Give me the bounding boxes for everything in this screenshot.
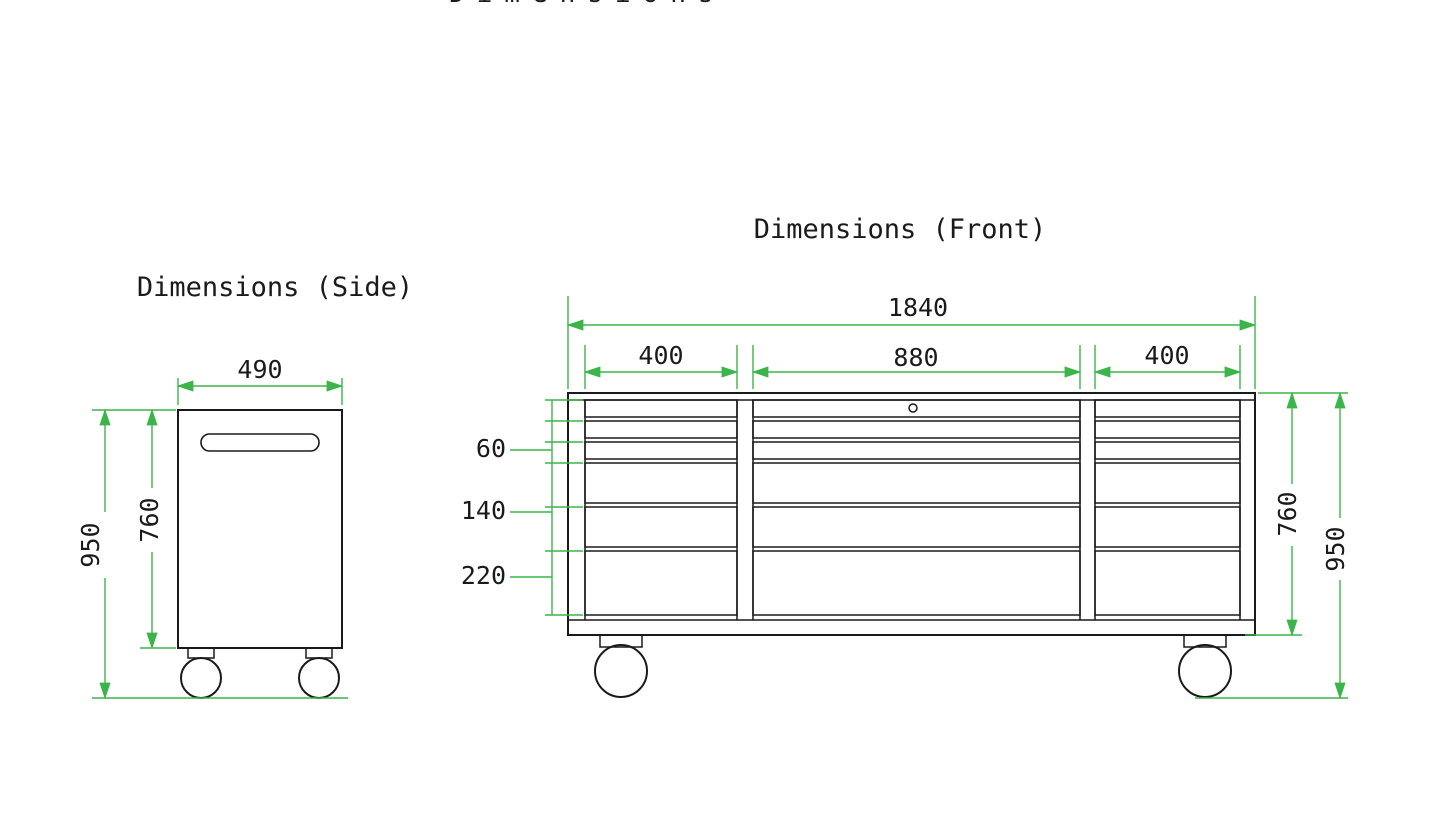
side-cabinet-body: [177, 409, 343, 649]
side-total-height-label: 950: [76, 522, 105, 567]
side-caster-mount-left: [187, 647, 215, 659]
top-clipped-title-text: Dimensions: [449, 0, 749, 7]
large-drawer-height-label: 220: [461, 561, 506, 590]
drawer-front: [1094, 550, 1241, 616]
drawer-front: [1094, 506, 1241, 548]
front-right-column-width-label: 400: [1144, 341, 1189, 370]
drawer-front: [584, 550, 738, 616]
drawer-front: [752, 550, 1081, 616]
drawer-front: [584, 506, 738, 548]
drawer-front: [1094, 462, 1241, 504]
side-caster-wheel-right: [298, 657, 340, 699]
side-caster-mount-right: [305, 647, 333, 659]
front-caster-wheel-left: [594, 644, 648, 698]
side-view-title: Dimensions (Side): [137, 272, 413, 303]
drawer-front: [1094, 441, 1241, 460]
front-caster-wheel-right: [1178, 644, 1232, 698]
middle-drawer-column: [752, 399, 1081, 616]
drawer-front: [752, 420, 1081, 439]
front-caster-mount-left: [599, 634, 643, 648]
front-left-column-width-label: 400: [638, 341, 683, 370]
side-handle-slot: [200, 433, 320, 452]
front-total-height-label: 950: [1321, 526, 1350, 571]
drawer-front: [584, 420, 738, 439]
lock-keyhole: [908, 403, 918, 413]
front-caster-mount-right: [1183, 634, 1227, 648]
dimension-layer: [92, 296, 1348, 700]
right-drawer-column: [1094, 399, 1241, 616]
front-middle-column-width-label: 880: [893, 343, 938, 372]
front-view-title: Dimensions (Front): [754, 214, 1047, 245]
medium-drawer-height-label: 140: [461, 496, 506, 525]
front-body-height-label: 760: [1273, 491, 1302, 536]
small-drawer-height-label: 60: [476, 434, 506, 463]
side-view-object: [177, 409, 343, 699]
side-caster-wheel-left: [180, 657, 222, 699]
drawer-front: [1094, 399, 1241, 418]
text-layer: Dimensions (Side) 490 950 760 Dimensions…: [76, 214, 1350, 590]
drawer-front: [752, 506, 1081, 548]
front-view-object: [567, 392, 1256, 698]
left-drawer-column: [584, 399, 738, 616]
top-clipped-title: Dimensions: [449, 0, 749, 7]
drawer-front: [752, 399, 1081, 418]
drawer-front: [752, 441, 1081, 460]
drawer-front: [584, 462, 738, 504]
drawer-front: [584, 399, 738, 418]
object-layer: [177, 392, 1256, 699]
drawer-front: [584, 441, 738, 460]
front-cabinet-frame: [567, 392, 1256, 636]
drawer-front: [1094, 420, 1241, 439]
front-total-width-label: 1840: [888, 293, 948, 322]
side-body-height-label: 760: [135, 497, 164, 542]
side-width-label: 490: [237, 355, 282, 384]
drawer-front: [752, 462, 1081, 504]
